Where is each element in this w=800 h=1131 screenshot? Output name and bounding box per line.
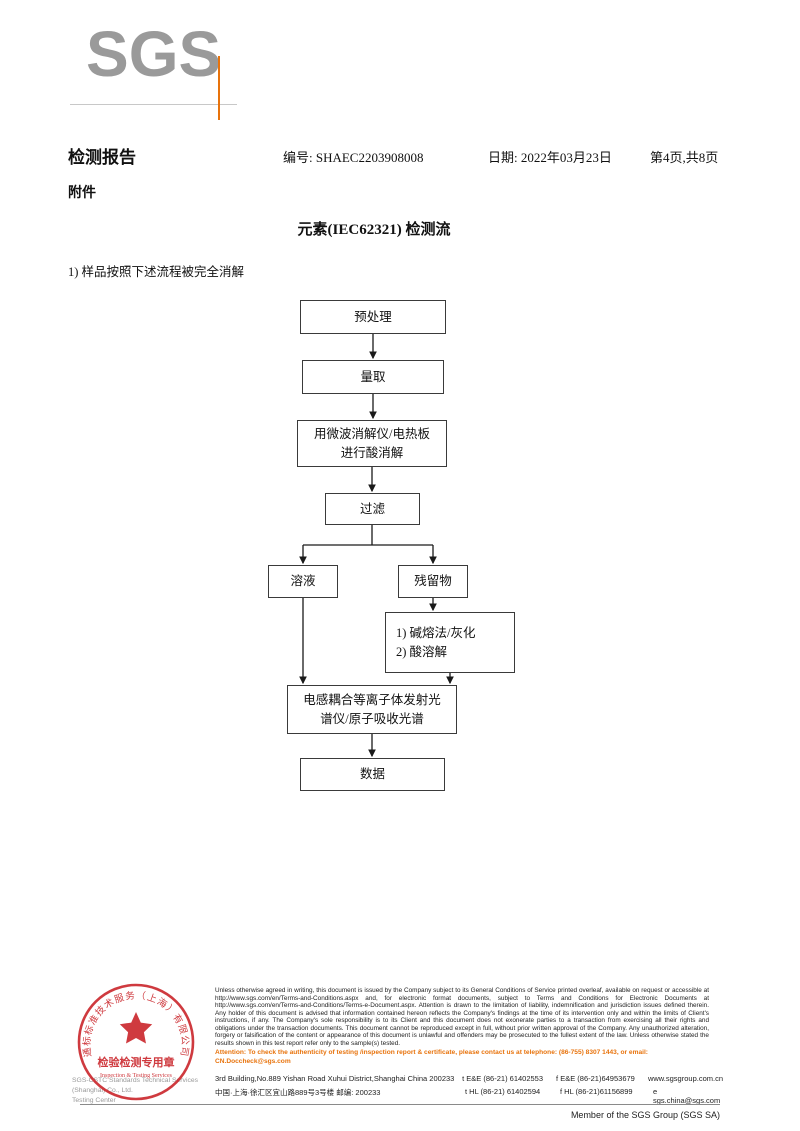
attention-text: Attention: To check the authenticity of … (215, 1049, 648, 1065)
sgs-logo: SGS (86, 18, 222, 90)
address-row-en: 3rd Building,No.889 Yishan Road Xuhui Di… (215, 1074, 723, 1083)
page-indicator: 第4页,共8页 (650, 150, 719, 165)
report-title: 检测报告 (68, 148, 136, 167)
fax-en: f E&E (86-21)64953679 (556, 1074, 635, 1083)
flow-node-data: 数据 (300, 758, 445, 791)
tel-en: t E&E (86-21) 61402553 (462, 1074, 544, 1083)
flow-node-measure: 量取 (302, 360, 444, 394)
footer-divider (80, 1104, 720, 1105)
flow-node-pretreatment: 预处理 (300, 300, 446, 334)
inspection-stamp: 通标标准技术服务（上海）有限公司 检验检测专用章 Inspection & Te… (77, 983, 195, 1101)
legal-block: Unless otherwise agreed in writing, this… (215, 987, 709, 1066)
company-name-block: SGS-CSTC Standards Technical Services (S… (72, 1076, 232, 1107)
sgs-member-line: Member of the SGS Group (SGS SA) (570, 1110, 720, 1120)
company-name-en: SGS-CSTC Standards Technical Services (S… (72, 1077, 199, 1095)
step-intro: 1) 样品按照下述流程被完全消解 (68, 265, 245, 279)
flow-node-alkali-fusion: 1) 碱熔法/灰化 2) 酸溶解 (385, 612, 515, 673)
flow-node-icp-oes-aas: 电感耦合等离子体发射光 谱仪/原子吸收光谱 (287, 685, 457, 734)
address-block: 3rd Building,No.889 Yishan Road Xuhui Di… (215, 1074, 723, 1109)
section-title: 元素(IEC62321) 检测流 (297, 222, 451, 238)
logo-accent-bar (218, 56, 220, 120)
report-date: 日期: 2022年03月23日 (488, 150, 612, 165)
website: www.sgsgroup.com.cn (647, 1074, 723, 1083)
flow-node-residue: 残留物 (398, 565, 468, 598)
address-cn: 中国·上海·徐汇区宜山路889号3号楼 邮编: 200233 (215, 1088, 381, 1097)
address-row-cn: 中国·上海·徐汇区宜山路889号3号楼 邮编: 200233 t HL (86-… (215, 1087, 723, 1105)
fax-cn: f HL (86-21)61156899 (560, 1087, 633, 1096)
disclaimer-text: Unless otherwise agreed in writing, this… (215, 987, 709, 1047)
address-en: 3rd Building,No.889 Yishan Road Xuhui Di… (215, 1074, 455, 1083)
email: e sgs.china@sgs.com (653, 1087, 721, 1105)
flow-node-filter: 过滤 (325, 493, 420, 525)
flow-node-acid-digestion: 用微波消解仪/电热板 进行酸消解 (297, 420, 447, 467)
stamp-star-icon (119, 1012, 153, 1044)
flow-node-solution: 溶液 (268, 565, 338, 598)
stamp-center-text: 检验检测专用章 (98, 1055, 175, 1069)
stamp-sub-text: Inspection & Testing Services (100, 1073, 173, 1079)
tel-cn: t HL (86-21) 61402594 (465, 1087, 541, 1096)
report-number: 编号: SHAEC2203908008 (283, 150, 424, 165)
attachment-label: 附件 (68, 186, 96, 201)
logo-horizontal-rule (70, 104, 237, 105)
company-name-en2: Testing Center (72, 1097, 116, 1105)
